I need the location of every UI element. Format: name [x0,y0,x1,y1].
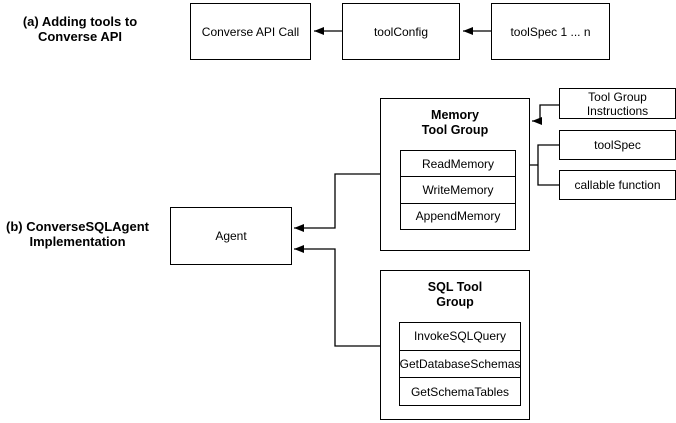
section-a-label: (a) Adding tools to Converse API [18,14,142,44]
callable-function-box: callable function [559,170,676,200]
toolconfig-box: toolConfig [342,3,460,60]
arrow-sql-group-to-agent [294,245,380,347]
writememory-row: WriteMemory [401,176,515,202]
memory-title-line1: Memory [431,108,479,122]
sql-title-line2: Group [436,295,474,309]
sql-title-line1: SQL Tool [427,280,483,294]
sql-tool-group-title: SQL Tool Group [381,280,529,310]
invokesqlquery-row: InvokeSQLQuery [413,329,507,344]
section-b-label-line1: (b) ConverseSQLAgent [5,219,149,234]
toolspec-box: toolSpec [559,130,676,160]
agent-box: Agent [170,207,292,265]
tool-group-instructions-box: Tool Group Instructions [559,88,676,119]
arrow-memory-group-to-agent [294,173,380,232]
memory-title-line2: Tool Group [421,123,489,137]
instructions-line1: Tool Group [588,89,647,104]
section-a-label-line2: Converse API [37,29,123,44]
toolspec-n-box: toolSpec 1 ... n [491,3,610,60]
getdatabaseschemas-row: GetDatabaseSchemas [400,349,520,378]
memory-tool-group-title: Memory Tool Group [381,108,529,138]
appendmemory-row: AppendMemory [401,202,515,229]
readmemory-row: ReadMemory [421,156,495,171]
bracket-toolspec-callable [537,144,559,186]
converse-api-call-box: Converse API Call [190,3,311,60]
section-a-label-line1: (a) Adding tools to [22,14,138,29]
getschematables-row: GetSchemaTables [400,377,520,405]
instructions-line2: Instructions [586,103,649,118]
arrow-instructions-to-memory-group [532,104,559,125]
memory-tools-list: ReadMemory WriteMemory AppendMemory [400,150,516,230]
section-b-label: (b) ConverseSQLAgent Implementation [0,219,155,249]
section-b-label-line2: Implementation [29,234,126,249]
sql-tools-list: InvokeSQLQuery GetDatabaseSchemas GetSch… [399,322,521,406]
